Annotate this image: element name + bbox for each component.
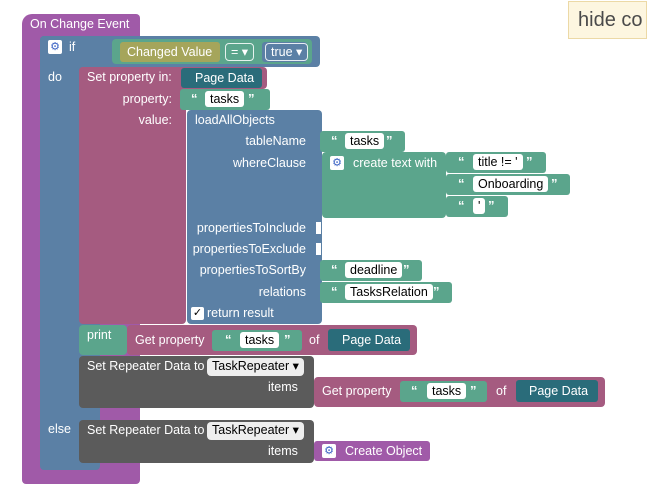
load-all-objects-label: loadAllObjects (195, 113, 275, 127)
relations-label: relations (258, 285, 306, 299)
set-repeater-label-1: Set Repeater Data to (87, 359, 205, 373)
print-prop-value[interactable]: tasks (240, 332, 280, 348)
create-text-label: create text with (353, 156, 438, 170)
return-result-checkbox[interactable]: ✓ (191, 307, 204, 320)
changed-value-label: Changed Value (127, 45, 213, 59)
operator-value: = (231, 45, 239, 59)
properties-to-sort-label: propertiesToSortBy (199, 263, 306, 277)
property-label: property: (122, 92, 172, 106)
repeater-dropdown-1[interactable]: TaskRepeater ▾ (207, 358, 304, 376)
items-label-1: items (268, 380, 298, 394)
quote-close-icon: ” (433, 284, 440, 299)
quote-open-icon: “ (411, 383, 418, 398)
input-socket[interactable] (316, 243, 321, 255)
sort-value[interactable]: deadline (345, 262, 403, 278)
properties-to-include-label: propertiesToInclude (196, 221, 306, 235)
quote-open-icon: “ (331, 284, 338, 299)
gear-icon[interactable]: ⚙ (330, 156, 344, 170)
text-part-3[interactable]: ' (473, 198, 486, 214)
page-data-block[interactable]: Page Data (328, 329, 410, 351)
of-label-2: of (496, 384, 507, 398)
repeater-dropdown-2[interactable]: TaskRepeater ▾ (207, 422, 304, 440)
quote-close-icon: ” (403, 262, 410, 277)
quote-close-icon: ” (470, 383, 477, 398)
create-object-label: Create Object (345, 444, 423, 458)
page-data-block[interactable]: Page Data (181, 68, 262, 88)
print-label: print (87, 328, 112, 342)
page-data-label-2: Page Data (529, 384, 589, 398)
set-property-label: Set property in: (87, 70, 172, 84)
if-label: if (69, 40, 76, 54)
changed-value-block[interactable] (120, 42, 220, 62)
relations-value[interactable]: TasksRelation (345, 284, 433, 300)
return-result-label: return result (207, 306, 274, 320)
value-label: value: (138, 113, 172, 127)
get-property-label: Get property (135, 333, 205, 347)
chevron-down-icon: ▾ (292, 359, 299, 373)
load-all-objects-block[interactable] (187, 110, 322, 324)
repeater-prop-value[interactable]: tasks (427, 383, 467, 399)
set-repeater-label-2: Set Repeater Data to (87, 423, 205, 437)
chevron-down-icon: ▾ (241, 45, 249, 59)
where-clause-label: whereClause (233, 156, 306, 170)
print-block[interactable] (79, 325, 127, 355)
get-property-label-2: Get property (322, 384, 392, 398)
else-label: else (48, 422, 71, 436)
text-part-1[interactable]: title != ' (473, 154, 523, 170)
quote-close-icon: ” (386, 133, 393, 148)
property-value[interactable]: tasks (205, 91, 245, 107)
quote-open-icon: “ (191, 91, 198, 106)
chevron-down-icon: ▾ (292, 423, 299, 437)
quote-close-icon: ” (526, 154, 533, 169)
hide-button[interactable]: hide co (568, 1, 647, 39)
gear-icon[interactable]: ⚙ (48, 40, 62, 54)
quote-open-icon: “ (331, 133, 338, 148)
table-name-value[interactable]: tasks (345, 133, 385, 149)
boolean-dropdown[interactable]: true ▾ (265, 43, 309, 61)
table-name-label: tableName (245, 134, 306, 148)
page-data-label: Page Data (195, 71, 255, 85)
page-data-label: Page Data (342, 333, 402, 347)
hide-button-label: hide co (578, 9, 643, 31)
quote-close-icon: ” (248, 91, 255, 106)
input-socket[interactable] (316, 222, 321, 234)
chevron-down-icon: ▾ (296, 45, 303, 59)
boolean-block[interactable] (262, 42, 307, 62)
quote-open-icon: “ (458, 176, 465, 191)
create-object-block[interactable] (314, 441, 430, 461)
items-label-2: items (268, 444, 298, 458)
boolean-value: true (271, 45, 293, 59)
of-label: of (309, 333, 320, 347)
do-label: do (48, 70, 62, 84)
quote-open-icon: “ (458, 198, 465, 213)
text-part-2[interactable]: Onboarding (473, 176, 549, 192)
operator-dropdown[interactable]: = ▾ (225, 43, 255, 61)
event-title: On Change Event (30, 17, 130, 31)
set-property-block[interactable] (79, 67, 186, 324)
page-data-block-2[interactable]: Page Data (516, 380, 598, 402)
quote-open-icon: “ (225, 332, 232, 347)
repeater-target-2: TaskRepeater (212, 423, 290, 437)
quote-close-icon: ” (551, 176, 558, 191)
gear-icon[interactable]: ⚙ (322, 444, 336, 458)
quote-close-icon: ” (284, 332, 291, 347)
quote-open-icon: “ (458, 154, 465, 169)
quote-close-icon: ” (488, 198, 495, 213)
properties-to-exclude-label: propertiesToExclude (192, 242, 306, 256)
repeater-target-1: TaskRepeater (212, 359, 290, 373)
quote-open-icon: “ (331, 262, 338, 277)
